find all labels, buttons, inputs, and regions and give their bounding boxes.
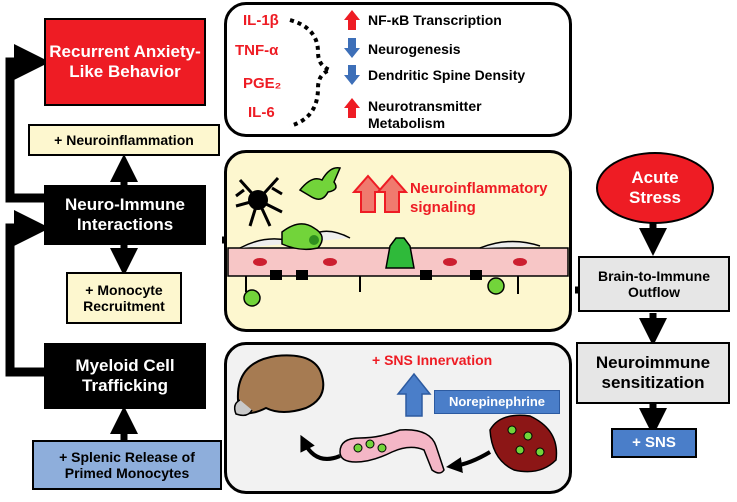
spleen-icon xyxy=(489,414,558,473)
splenic-release-label: + Splenic Release of Primed Monocytes xyxy=(59,448,195,481)
effect-neurotransmitter: Neurotransmitter Metabolism xyxy=(368,98,482,131)
neuro-immune-label: Neuro-Immune Interactions xyxy=(65,195,185,234)
sns-label: + SNS xyxy=(632,434,676,452)
cytokine-il1b: IL-1β xyxy=(243,12,279,29)
norepinephrine-box: Norepinephrine xyxy=(434,390,560,414)
cytokine-pge2: PGE₂ xyxy=(243,75,282,92)
myeloid-label: Myeloid Cell Trafficking xyxy=(75,356,175,395)
anxiety-box: Recurrent Anxiety-Like Behavior xyxy=(44,18,206,106)
norepinephrine-label: Norepinephrine xyxy=(448,393,546,409)
down-arrow-icon xyxy=(344,65,360,85)
up-arrow-icon xyxy=(344,10,360,30)
splenic-release-box: + Splenic Release of Primed Monocytes xyxy=(32,440,222,490)
up-arrow-icon xyxy=(396,372,432,417)
acute-stress-box: Acute Stress xyxy=(596,152,714,224)
effect-neurogenesis: Neurogenesis xyxy=(368,41,461,57)
microglia-icon xyxy=(235,176,283,227)
monocyte-recruitment-label: + Monocyte Recruitment xyxy=(83,281,165,314)
up-arrow-icon xyxy=(375,174,409,213)
brain-to-immune-box: Brain-to-Immune Outflow xyxy=(578,256,730,312)
sns-innervation-label: + SNS Innervation xyxy=(372,352,493,368)
brain-to-immune-label: Brain-to-Immune Outflow xyxy=(598,267,710,300)
down-arrow-icon xyxy=(344,38,360,58)
acute-stress-label: Acute Stress xyxy=(629,168,681,207)
neuroinflammatory-signaling-label: Neuroinflammatory signaling xyxy=(410,180,548,216)
sns-box: + SNS xyxy=(611,428,697,458)
green-microglia-icon xyxy=(298,167,342,200)
sensitization-label: Neuroimmune sensitization xyxy=(595,353,711,392)
up-arrow-icon xyxy=(344,98,360,118)
effect-spine-density: Dendritic Spine Density xyxy=(368,67,526,83)
neuroinflammation-box: + Neuroinflammation xyxy=(28,124,220,156)
anxiety-label: Recurrent Anxiety-Like Behavior xyxy=(49,42,201,81)
effect-nfkb: NF-κB Transcription xyxy=(368,12,502,28)
bone-icon xyxy=(339,429,445,474)
myeloid-box: Myeloid Cell Trafficking xyxy=(44,343,206,409)
sensitization-box: Neuroimmune sensitization xyxy=(576,342,730,404)
monocyte-recruitment-box: + Monocyte Recruitment xyxy=(66,272,182,324)
neuroinflammation-label: + Neuroinflammation xyxy=(54,131,194,148)
neuro-immune-box: Neuro-Immune Interactions xyxy=(44,185,206,245)
cytokine-il6: IL-6 xyxy=(248,104,275,121)
brain-icon xyxy=(233,354,325,417)
cytokine-tnfa: TNF-α xyxy=(235,42,279,59)
cytokine-panel xyxy=(224,2,572,137)
